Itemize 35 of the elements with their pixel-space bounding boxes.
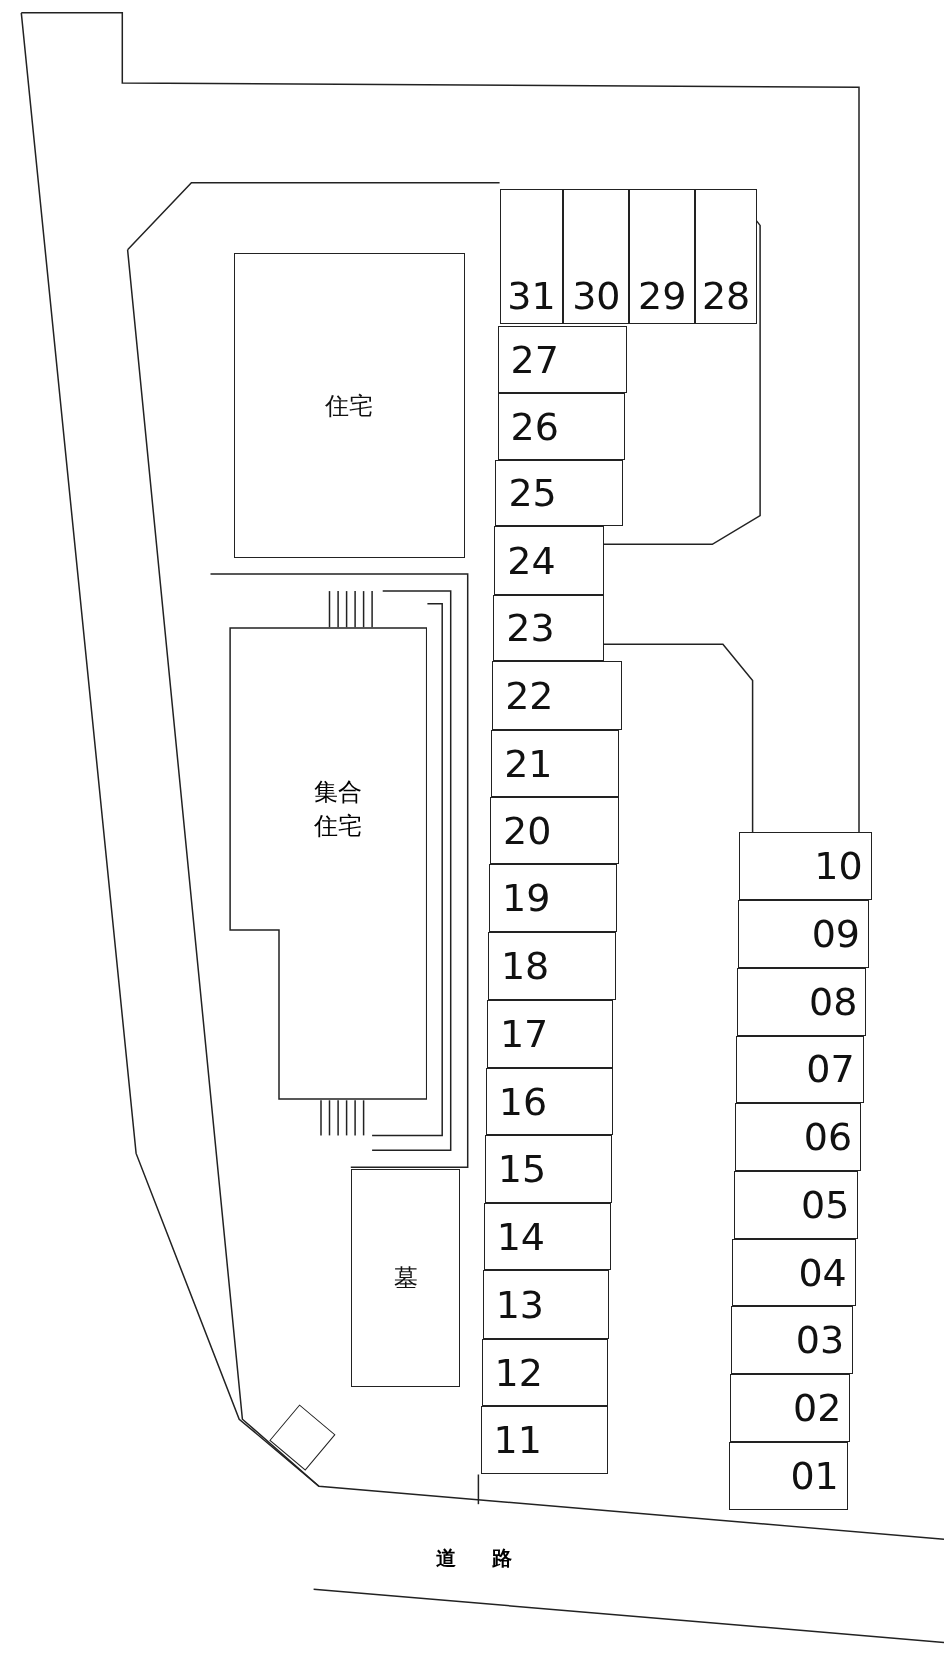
building-label: 墓 (350, 1169, 461, 1388)
building-label: 住宅 (233, 253, 465, 559)
parking-space: 11 (480, 1406, 609, 1475)
parking-space: 14 (483, 1203, 612, 1271)
road-label: 道路 (435, 1544, 548, 1572)
parking-space: 13 (482, 1270, 610, 1340)
parking-space: 26 (497, 393, 626, 461)
parking-space: 28 (695, 189, 757, 325)
parking-space: 10 (738, 832, 872, 901)
parking-space: 08 (736, 967, 867, 1036)
building-label: 集合住宅 (313, 777, 364, 842)
parking-space: 01 (729, 1441, 848, 1510)
parking-space: 30 (563, 189, 630, 325)
parking-space: 31 (499, 189, 564, 325)
parking-space: 12 (481, 1339, 609, 1407)
parking-space: 02 (730, 1374, 851, 1442)
parking-space: 19 (489, 864, 617, 933)
parking-space: 21 (491, 730, 619, 798)
parking-space: 07 (735, 1035, 864, 1104)
parking-space: 16 (485, 1068, 614, 1136)
parking-space: 15 (484, 1135, 613, 1204)
parking-space: 04 (732, 1238, 856, 1307)
parking-space: 29 (629, 189, 696, 325)
parking-space: 17 (486, 1000, 614, 1069)
parking-space: 18 (487, 932, 616, 1001)
parking-space: 09 (737, 900, 870, 968)
parking-space: 03 (731, 1306, 854, 1375)
parking-space: 24 (494, 526, 604, 596)
parking-space: 20 (490, 797, 619, 865)
parking-space: 23 (493, 595, 604, 662)
parking-space: 06 (734, 1103, 862, 1171)
parking-space: 05 (733, 1170, 859, 1239)
parking-space: 22 (492, 661, 622, 731)
parking-space: 25 (495, 460, 623, 527)
parking-space: 27 (497, 326, 628, 394)
